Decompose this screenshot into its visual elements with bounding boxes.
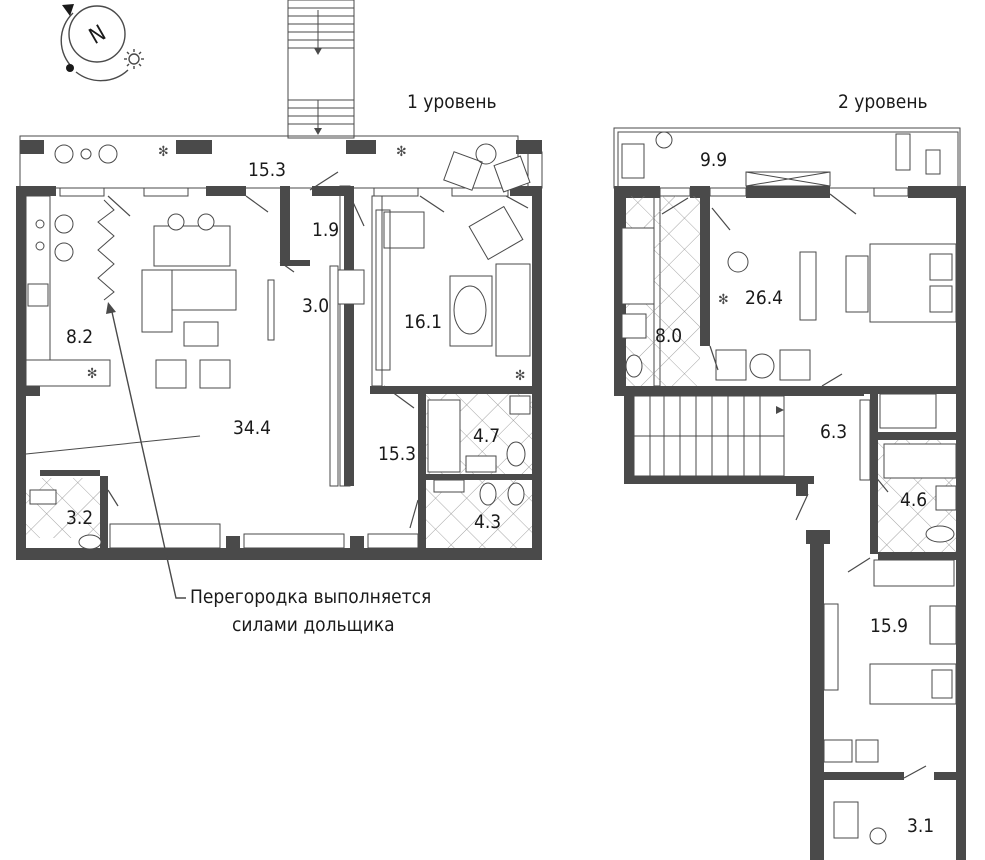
note-leader <box>111 311 186 599</box>
compass-letter: N <box>85 21 110 50</box>
room-area-bath-b: 4.3 <box>474 511 501 533</box>
room-area-balcony: 9.9 <box>700 149 727 171</box>
level2-label: 2 уровень <box>838 91 928 113</box>
note-line1: Перегородка выполняется <box>190 586 431 608</box>
bedroom2-furniture <box>823 559 957 845</box>
room-area-bath2: 4.6 <box>900 489 927 511</box>
svg-text:✻: ✻ <box>515 368 526 384</box>
room-area-storage: 3.0 <box>302 295 329 317</box>
room-area-hall: 15.3 <box>378 443 416 465</box>
room-area-living: 34.4 <box>233 417 271 439</box>
level2-plan: ✻ <box>613 127 966 860</box>
note-line2: силами дольщика <box>232 614 395 636</box>
room-area-hall2: 6.3 <box>820 421 847 443</box>
compass-icon: N <box>60 4 129 82</box>
master-bedroom-furniture: ✻ <box>715 243 957 381</box>
room-area-closet: 1.9 <box>312 219 339 241</box>
room-area-dressing: 3.1 <box>907 815 934 837</box>
svg-text:✻: ✻ <box>718 292 729 308</box>
level1-plan: ✻ ✻ ✻ ✻ <box>16 0 543 560</box>
svg-text:✻: ✻ <box>87 366 98 382</box>
living-furniture <box>54 144 237 389</box>
sun-icon <box>124 49 144 69</box>
room-area-loggia: 15.3 <box>248 159 286 181</box>
room-area-wc: 3.2 <box>66 507 93 529</box>
room-area-bedroom-l1: 16.1 <box>404 311 442 333</box>
windows-l1 <box>59 187 509 549</box>
room-area-bath-master: 8.0 <box>655 325 682 347</box>
kitchen-furniture: ✻ <box>25 195 115 387</box>
windows-l2 <box>659 187 909 197</box>
svg-text:✻: ✻ <box>158 144 169 160</box>
inner-stair <box>633 395 785 477</box>
entrance-stair <box>287 0 355 139</box>
room-area-bedroom2: 15.9 <box>870 615 908 637</box>
room-area-kitchen: 8.2 <box>66 326 93 348</box>
room-area-bath-a: 4.7 <box>473 425 500 447</box>
bath2 <box>878 440 957 552</box>
bathrooms-l1 <box>26 394 532 550</box>
bedroom-l1-furniture: ✻ <box>383 143 531 384</box>
level1-label: 1 уровень <box>407 91 497 113</box>
svg-text:✻: ✻ <box>396 144 407 160</box>
room-area-master-bedroom: 26.4 <box>745 287 783 309</box>
bath-master <box>621 196 700 386</box>
